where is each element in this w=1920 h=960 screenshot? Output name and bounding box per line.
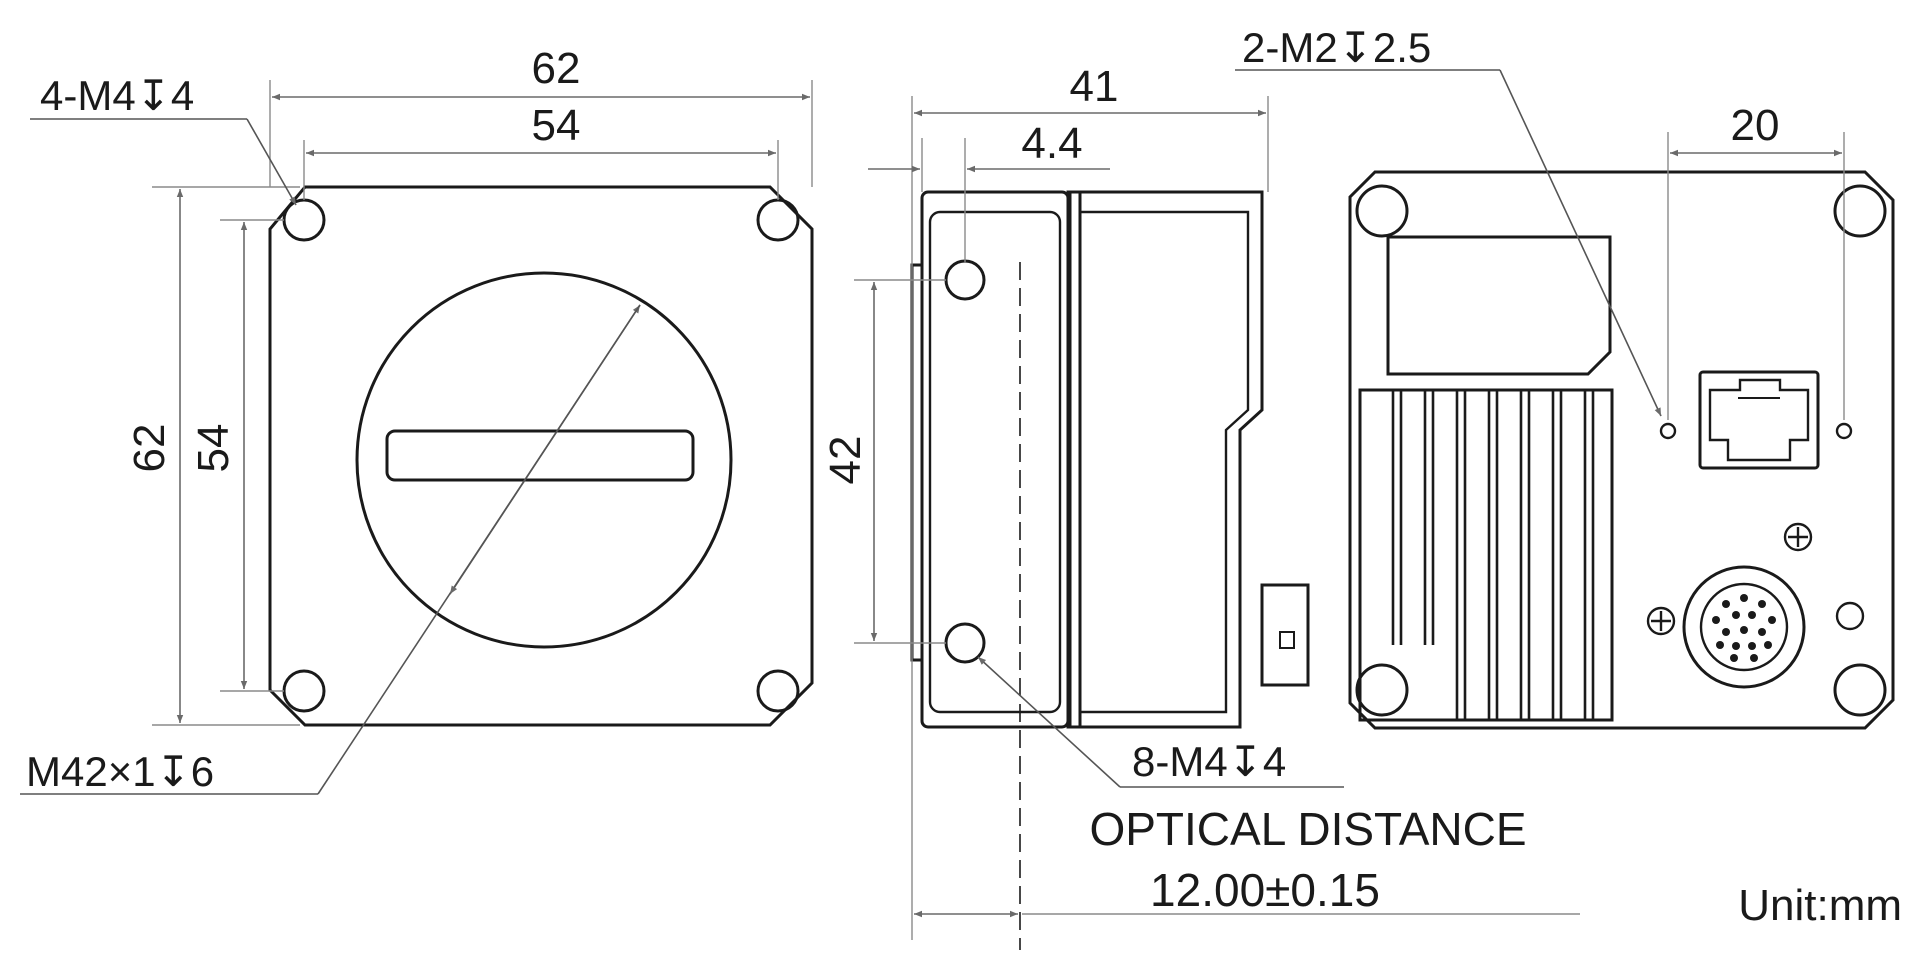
corner-hole (1833, 184, 1887, 238)
front-mount-callout: M42×1↧6 (26, 748, 214, 795)
back-mount-hole (1835, 422, 1853, 440)
back-view: 20 2-M2↧2.5 (1235, 24, 1895, 730)
corner-hole (1833, 663, 1887, 717)
front-height-outer-dim: 62 (125, 424, 174, 473)
corner-hole (282, 198, 326, 242)
side-connector (1260, 583, 1310, 687)
back-mount-hole (1659, 422, 1677, 440)
unit-label: Unit:mm (1738, 881, 1902, 930)
sensor-slot (385, 429, 695, 482)
front-height-inner-dim: 54 (189, 424, 238, 473)
back-hole-spacing-dim: 20 (1731, 101, 1780, 150)
corner-hole (282, 669, 326, 713)
corner-hole (1355, 663, 1409, 717)
back-body-outline (1348, 170, 1895, 730)
back-corner-holes (1355, 184, 1887, 717)
screw-icon (1783, 522, 1813, 552)
side-hole (944, 622, 986, 664)
side-offset-dim: 4.4 (1021, 119, 1082, 168)
side-rear-section (1066, 190, 1264, 729)
side-view: 41 4.4 42 8-M4↧4 OPTICAL DISTANCE 12.00±… (821, 62, 1580, 950)
front-width-outer-dim: 62 (532, 44, 581, 93)
corner-hole (756, 669, 800, 713)
side-rear-inner (1078, 210, 1250, 714)
optical-distance-title: OPTICAL DISTANCE (1089, 803, 1526, 855)
corner-hole (756, 198, 800, 242)
label-plate (1386, 235, 1612, 376)
corner-hole (1355, 184, 1409, 238)
status-led (1835, 601, 1865, 631)
lens-mount-circle (355, 271, 733, 649)
side-depth-dim: 41 (1070, 62, 1119, 111)
side-hole-callout: 8-M4↧4 (1132, 738, 1286, 785)
front-width-inner-dim: 54 (532, 101, 581, 150)
side-front-inner (928, 210, 1062, 714)
side-hole-spacing-dim: 42 (821, 436, 870, 485)
back-hole-callout: 2-M2↧2.5 (1242, 24, 1431, 71)
optical-distance-value: 12.00±0.15 (1150, 864, 1380, 916)
screw-icon (1646, 606, 1676, 636)
front-view: 62 54 62 54 4-M4↧4 M42×1↧6 (20, 44, 814, 795)
ethernet-port (1698, 370, 1820, 470)
power-io-connector (1682, 565, 1806, 689)
side-hole (944, 259, 986, 301)
side-front-section (920, 190, 1070, 729)
heat-sink-fins (1358, 388, 1614, 722)
front-hole-callout: 4-M4↧4 (40, 72, 194, 119)
side-connector-detail (1279, 631, 1295, 649)
